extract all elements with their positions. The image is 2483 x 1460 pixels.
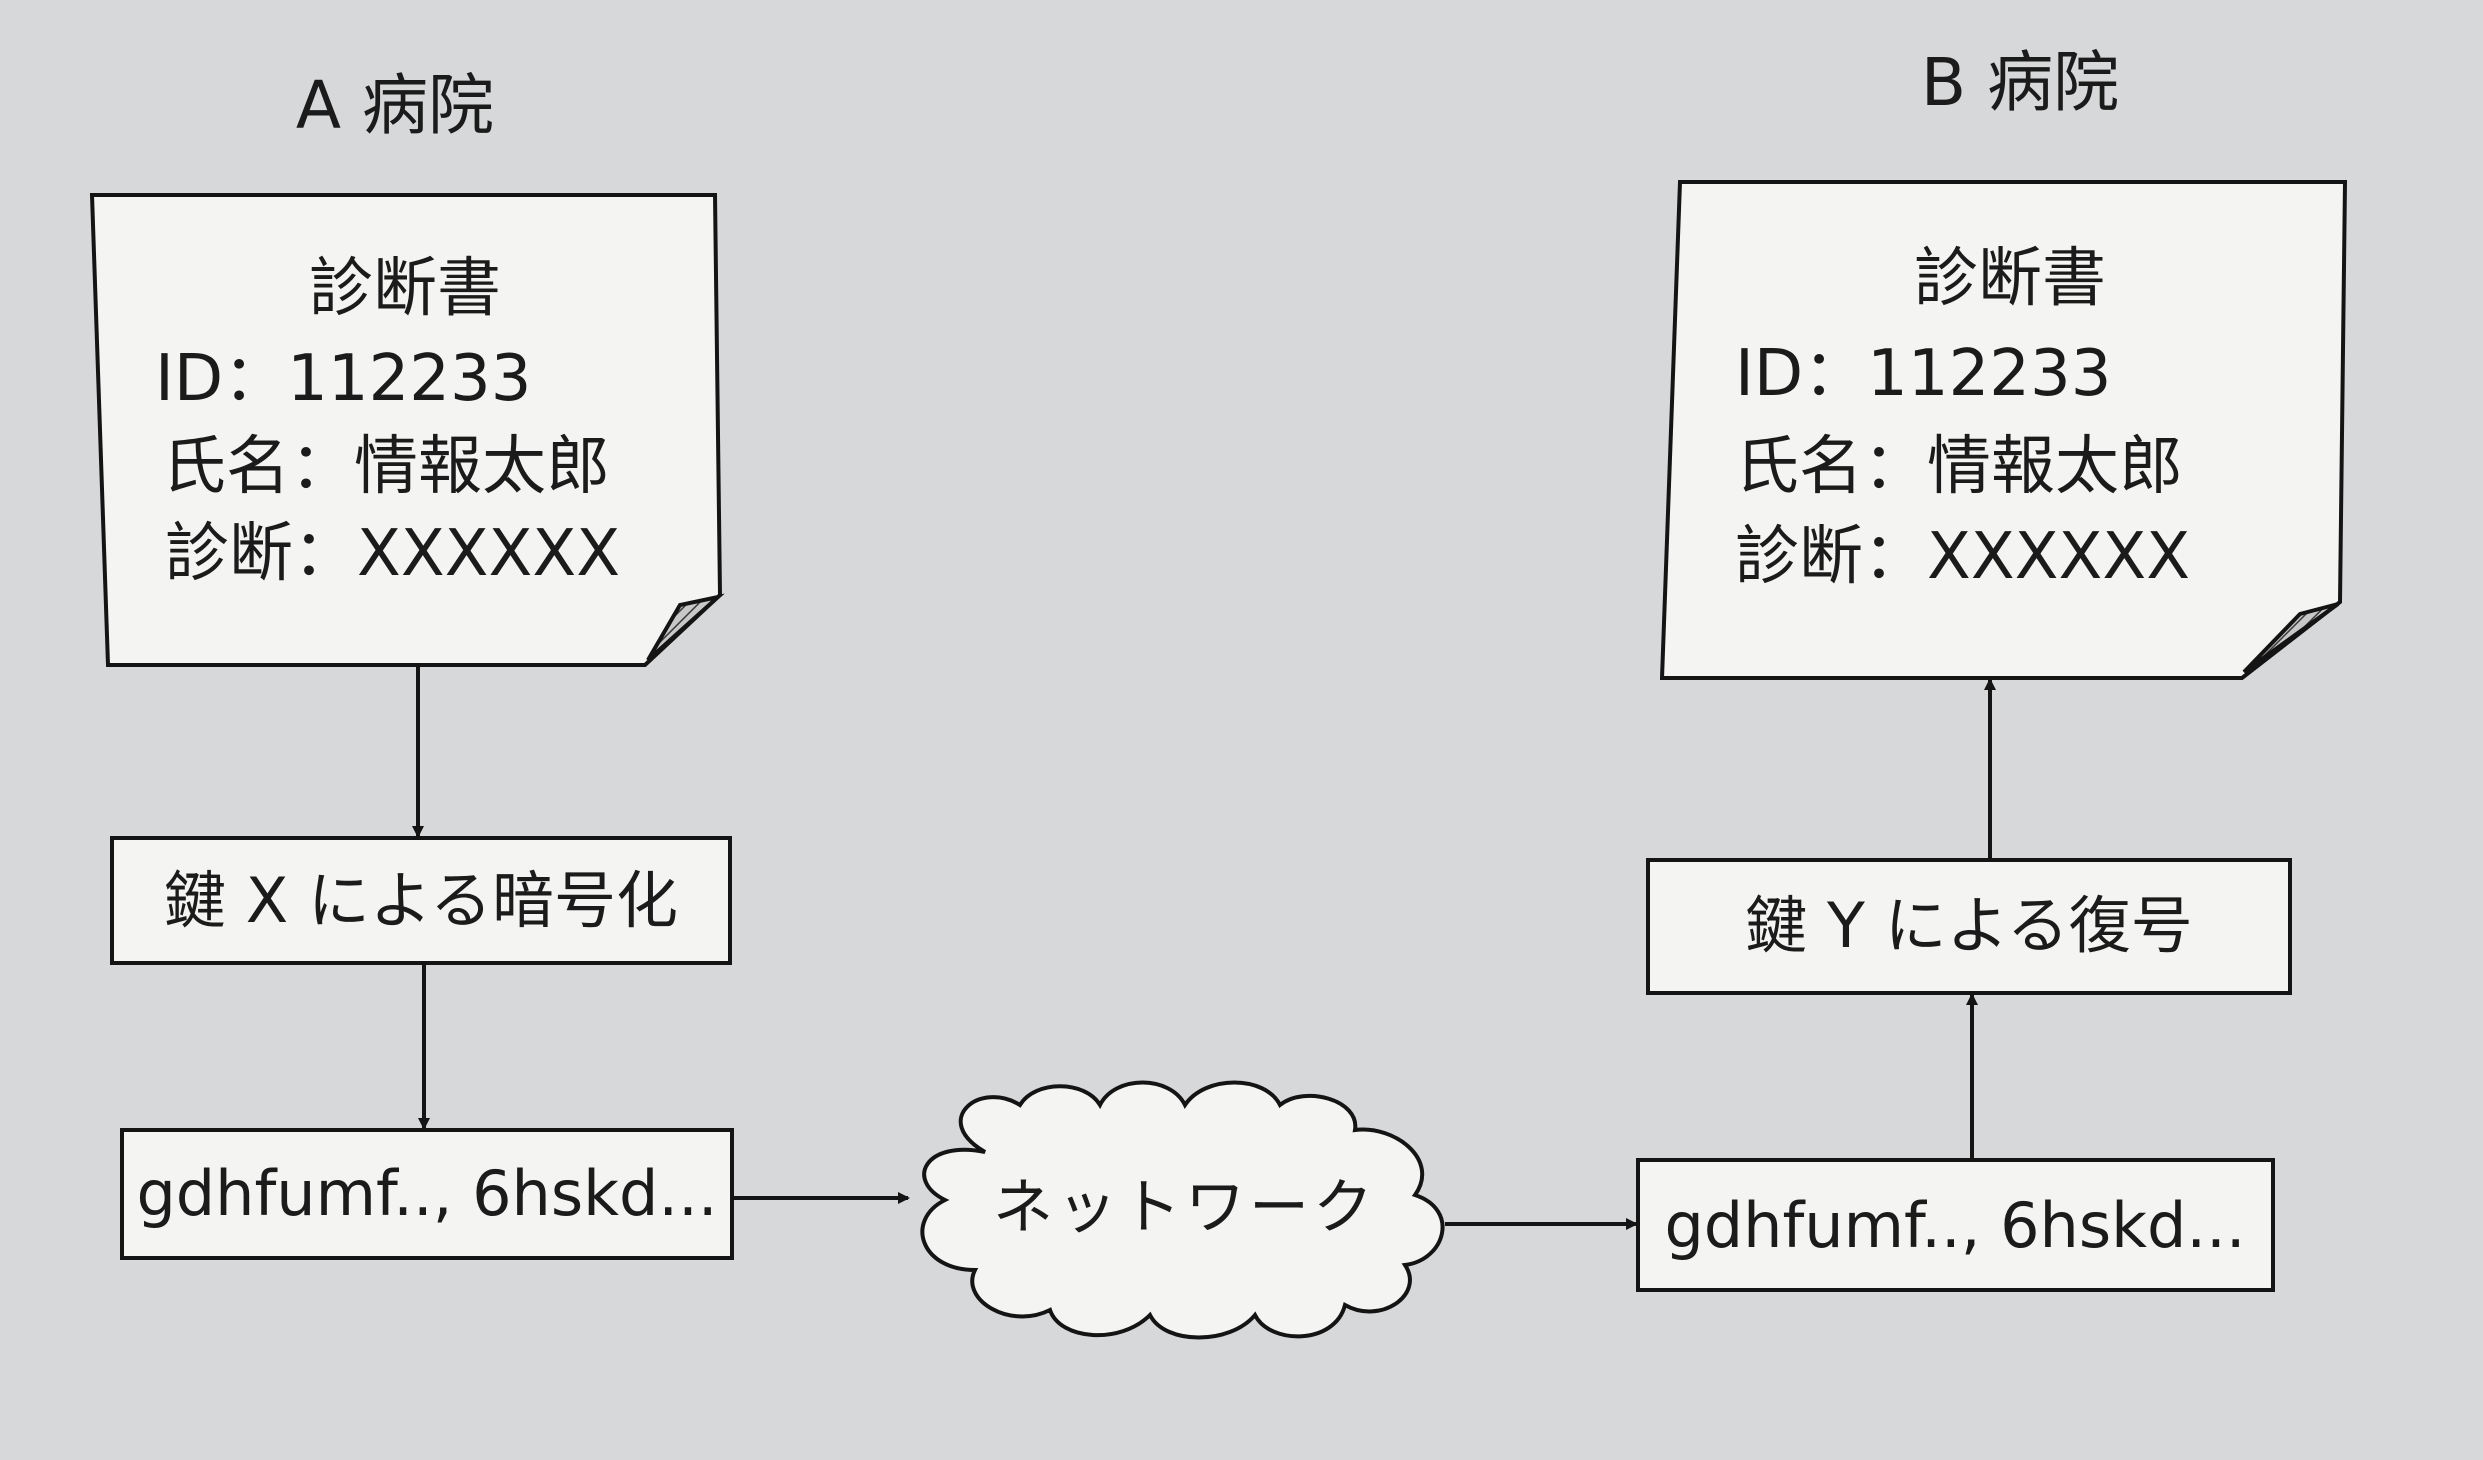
network-label: ネットワーク xyxy=(993,1173,1377,1243)
hospital-b-document-name: 氏名：情報太郎 xyxy=(1735,430,2183,504)
hospital-a-document-id: ID：112233 xyxy=(155,342,531,416)
decrypt-box-label: 鍵 Y による復号 xyxy=(1745,889,2192,962)
ciphertext-box-b-label: gdhfumf.., 6hskd... xyxy=(1664,1189,2245,1262)
hospital-a-document-name: 氏名：情報太郎 xyxy=(162,430,610,504)
encrypt-box-label: 鍵 X による暗号化 xyxy=(164,864,678,937)
hospital-a-document-diagnosis: 診断：XXXXXX xyxy=(165,517,620,591)
ciphertext-box-a-label: gdhfumf.., 6hskd... xyxy=(136,1157,717,1230)
hospital-a-document: 診断書 ID：112233 氏名：情報太郎 診断：XXXXXX xyxy=(89,193,725,667)
hospital-b-title: B 病院 xyxy=(1921,44,2119,121)
encrypt-box: 鍵 X による暗号化 xyxy=(110,836,732,965)
hospital-a-title: A 病院 xyxy=(296,67,494,144)
hospital-b-document: 診断書 ID：112233 氏名：情報太郎 診断：XXXXXX xyxy=(1659,180,2348,680)
decrypt-box: 鍵 Y による復号 xyxy=(1646,858,2292,995)
hospital-b-document-heading: 診断書 xyxy=(1914,242,2106,316)
hospital-a-document-heading: 診断書 xyxy=(309,252,501,326)
network-cloud: ネットワーク xyxy=(920,1080,1445,1340)
ciphertext-box-a: gdhfumf.., 6hskd... xyxy=(120,1128,734,1260)
ciphertext-box-b: gdhfumf.., 6hskd... xyxy=(1636,1158,2275,1292)
hospital-b-document-diagnosis: 診断：XXXXXX xyxy=(1735,520,2190,594)
hospital-b-document-id: ID：112233 xyxy=(1735,337,2111,411)
